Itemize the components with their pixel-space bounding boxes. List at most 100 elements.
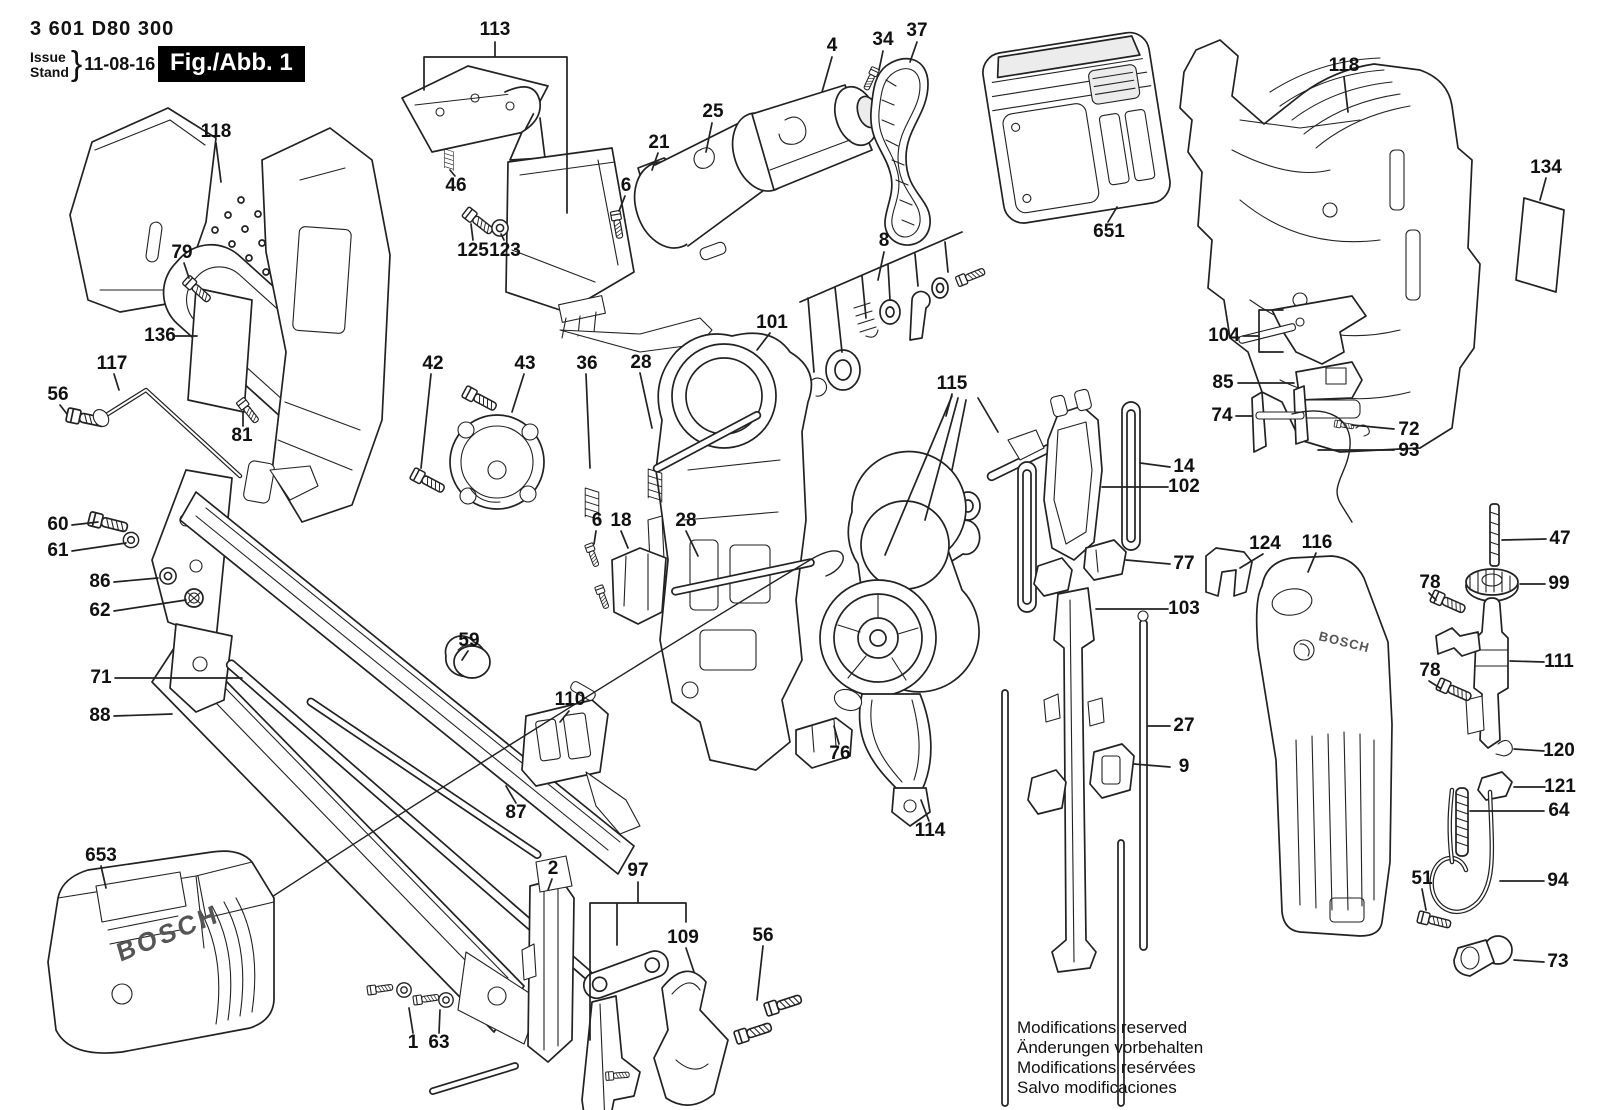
part-label-6: 6: [591, 510, 603, 531]
part-label-653: 653: [85, 845, 117, 866]
screw-56b: [762, 991, 804, 1018]
washer-61: [122, 531, 140, 549]
pusher-frame-102: [1007, 388, 1103, 561]
drawing-header: 3 601 D80 300 Issue Stand } 11-08-16: [30, 18, 174, 84]
part-label-104: 104: [1208, 325, 1240, 346]
part-label-120: 120: [1543, 740, 1575, 761]
figure-label: Fig./Abb. 1: [158, 46, 305, 82]
part-label-36: 36: [576, 353, 598, 374]
rod-27: [1137, 610, 1149, 951]
block-76: [795, 717, 853, 769]
rod-left: [1001, 689, 1009, 1107]
part-label-27: 27: [1173, 715, 1195, 736]
washer-1a: [396, 982, 412, 998]
hook-94: [1429, 787, 1495, 915]
hook-109: [653, 970, 729, 1106]
leader-lines: [59, 41, 1547, 1041]
nameplate-134: [1515, 197, 1565, 293]
part-label-8: 8: [878, 230, 890, 251]
type-number: 3 601 D80 300: [30, 18, 175, 40]
part-label-28: 28: [630, 352, 652, 373]
wire-93: [1291, 410, 1353, 523]
part-label-118: 118: [1328, 55, 1360, 76]
part-label-115: 115: [936, 373, 968, 394]
battery-pack-651: [982, 31, 1171, 224]
knurled-nut-99: [1465, 568, 1519, 602]
roller-59: [444, 635, 491, 679]
issue-date: 11-08-16: [84, 54, 156, 74]
note-line-de: Änderungen vorbehalten: [1017, 1038, 1204, 1057]
housing-shell-inner: [261, 127, 391, 523]
part-label-123: 123: [489, 240, 521, 261]
washer-86b: [159, 567, 177, 585]
part-label-74: 74: [1211, 405, 1233, 426]
screw-51: [1416, 910, 1453, 932]
part-label-651: 651: [1093, 221, 1125, 242]
rod-mid: [1117, 839, 1125, 1107]
part-label-6: 6: [620, 175, 632, 196]
part-label-124: 124: [1249, 533, 1281, 554]
part-label-125: 125: [457, 240, 489, 261]
link-group-97: [429, 950, 669, 1110]
nut-62: [184, 588, 204, 608]
part-label-71: 71: [90, 667, 112, 688]
modifications-note: Modifications reserved Änderungen vorbeh…: [1017, 1018, 1203, 1098]
part-label-113: 113: [479, 19, 511, 40]
issue-label-en: Issue: [30, 48, 66, 65]
part-label-78: 78: [1419, 660, 1441, 681]
part-label-114: 114: [914, 820, 946, 841]
part-label-134: 134: [1530, 157, 1562, 178]
clip-77b: [1033, 557, 1073, 597]
spring-64: [1455, 787, 1469, 857]
part-label-2: 2: [547, 858, 559, 879]
band-14-left: [1017, 461, 1037, 613]
part-label-94: 94: [1547, 870, 1569, 891]
part-label-85: 85: [1212, 372, 1234, 393]
block-9: [1089, 743, 1135, 799]
part-label-28: 28: [675, 510, 697, 531]
part-label-56: 56: [752, 925, 774, 946]
clip-120: [1495, 739, 1513, 757]
screw-42: [408, 466, 448, 496]
part-label-81: 81: [231, 425, 253, 446]
clip-121: [1477, 771, 1513, 801]
clamp-73: [1453, 935, 1513, 977]
part-label-97: 97: [627, 860, 649, 881]
charger-653: BOSCH: [47, 550, 844, 1054]
part-label-99: 99: [1548, 573, 1570, 594]
part-label-47: 47: [1549, 528, 1571, 549]
guide-rail-103: [1043, 587, 1105, 973]
note-line-en: Modifications reserved: [1017, 1018, 1188, 1037]
screw-6-mid: [584, 542, 602, 568]
rail-87: [306, 697, 542, 859]
screw-125: [460, 205, 496, 238]
part-label-121: 121: [1544, 776, 1576, 797]
part-label-111: 111: [1544, 651, 1574, 672]
part-label-1: 1: [407, 1032, 419, 1053]
flywheel-assembly-114: [819, 450, 980, 827]
part-label-101: 101: [756, 312, 788, 333]
part-label-79: 79: [171, 242, 193, 263]
clip-124: [1205, 547, 1253, 597]
part-label-37: 37: [906, 20, 928, 41]
part-label-14: 14: [1173, 456, 1195, 477]
solenoid-110: [521, 681, 641, 835]
block-77: [1083, 539, 1127, 581]
part-label-42: 42: [422, 353, 444, 374]
allen-key-117: [92, 387, 243, 479]
part-label-60: 60: [47, 514, 69, 535]
part-label-78: 78: [1419, 572, 1441, 593]
part-label-88: 88: [89, 705, 111, 726]
gear-frame-101: [647, 332, 813, 771]
part-label-118: 118: [200, 121, 232, 142]
part-label-51: 51: [1411, 868, 1433, 889]
parts-group-8: [811, 265, 987, 397]
part-label-102: 102: [1168, 476, 1200, 497]
electronics-module-113: [401, 65, 713, 353]
magazine-body-88: [151, 623, 541, 1045]
housing-shell-right-118: [1179, 39, 1481, 453]
band-14-right: [1121, 401, 1141, 551]
bearing-cover-43: [449, 414, 545, 510]
magazine-top-rail: [151, 460, 635, 875]
